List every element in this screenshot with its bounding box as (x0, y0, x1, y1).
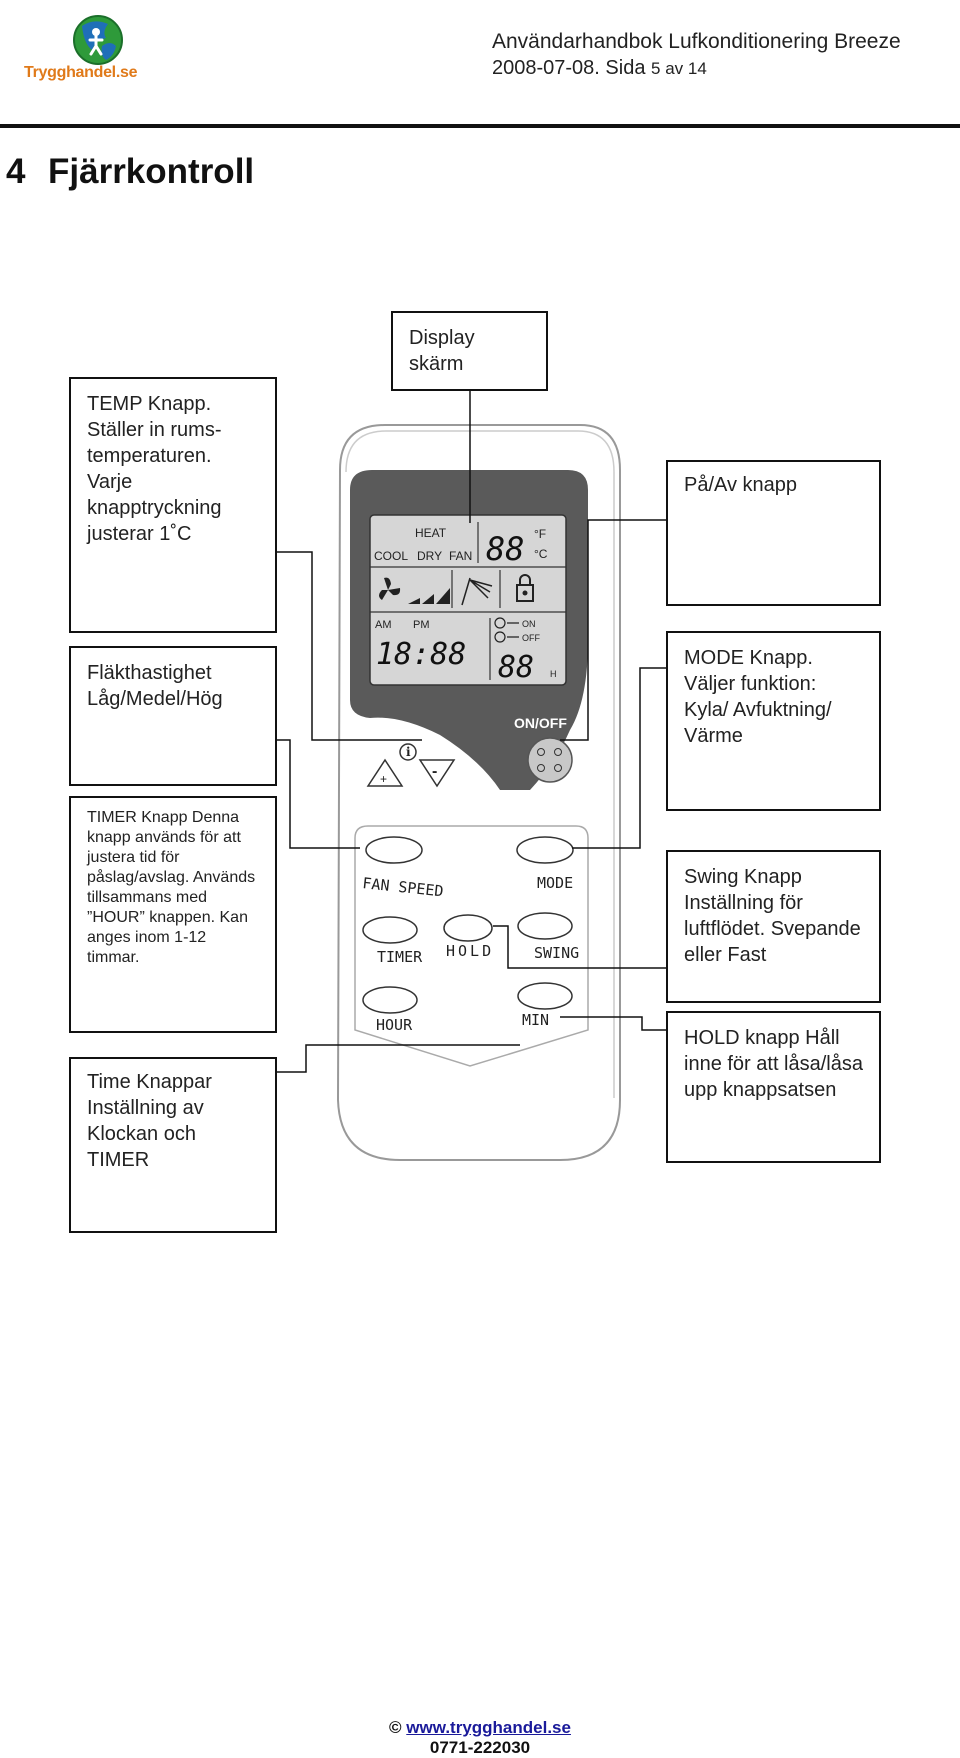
lcd-am: AM (375, 619, 392, 631)
onoff-button (527, 737, 573, 783)
fan-icon (379, 577, 401, 600)
lock-icon (516, 574, 534, 602)
timer-label: TIMER (377, 948, 423, 966)
min-button (517, 982, 573, 1010)
section-heading: 4 Fjärrkontroll (6, 152, 254, 192)
min-label: MIN (522, 1011, 549, 1029)
minus-label: - (432, 763, 437, 780)
mode-label: MODE (537, 874, 573, 892)
temp-down-button: - (418, 759, 456, 788)
lcd-hours: 88 (498, 650, 534, 685)
globe-logo-icon (73, 15, 123, 65)
callout-swing: Swing Knapp Inställning för luftflödet. … (666, 850, 881, 1003)
lcd-heat: HEAT (415, 526, 447, 540)
website-link[interactable]: www.trygghandel.se (406, 1718, 571, 1737)
lcd-hours-unit: H (550, 669, 557, 679)
hold-label: HOLD (446, 942, 494, 960)
clock-icon (494, 617, 519, 643)
temp-up-button: + (366, 758, 404, 787)
footer: © www.trygghandel.se 0771-222030 (0, 1718, 960, 1758)
lcd-screen (369, 514, 567, 686)
lcd-unit-f: °F (534, 527, 546, 541)
swing-button (517, 912, 573, 940)
lcd-cool: COOL (374, 549, 408, 563)
lcd-unit-c: °C (534, 547, 548, 561)
callout-mode: MODE Knapp. Väljer funktion: Kyla/ Avfuk… (666, 631, 881, 811)
callout-time: Time Knappar Inställning av Klockan och … (69, 1057, 277, 1233)
callout-fan: Fläkthastighet Låg/Medel/Hög (69, 646, 277, 786)
section-title: Fjärrkontroll (48, 152, 255, 191)
lcd-on: ON (522, 619, 536, 629)
lcd-pm: PM (413, 619, 430, 631)
info-icon: i (399, 743, 417, 761)
callout-lines (276, 390, 668, 1073)
hold-button (443, 914, 493, 942)
hour-button (362, 986, 418, 1014)
callout-hold: HOLD knapp Håll inne för att låsa/låsa u… (666, 1011, 881, 1163)
timer-button (362, 916, 418, 944)
swing-label: SWING (534, 944, 579, 962)
callout-temp: TEMP Knapp. Ställer in rums-temperaturen… (69, 377, 277, 633)
date-page-prefix: 2008-07-08. Sida (492, 57, 652, 79)
info-label: i (406, 745, 411, 759)
mode-button (516, 836, 574, 864)
onoff-label: ON/OFF (514, 715, 567, 731)
footer-link-line: © www.trygghandel.se (0, 1718, 960, 1738)
lcd-temp-digits: 88 (486, 530, 525, 568)
lcd-dry: DRY (417, 549, 442, 563)
document-title: Användarhandbok Lufkonditionering Breeze (492, 30, 901, 53)
lcd-clock: 18:88 (376, 637, 466, 672)
lcd-fan: FAN (449, 549, 472, 563)
callout-timer: TIMER Knapp Denna knapp används för att … (69, 796, 277, 1033)
date-page-line: 2008-07-08. Sida 5 av 14 (492, 57, 707, 80)
plus-label: + (380, 772, 387, 786)
fan-speed-button (365, 836, 423, 864)
logo-text: Trygghandel.se (24, 64, 138, 81)
copyright-symbol: © (389, 1718, 402, 1737)
section-number: 4 (6, 152, 26, 191)
fan-speed-bars-icon (408, 588, 450, 604)
callout-display: Display skärm (391, 311, 548, 391)
swing-icon (461, 577, 493, 606)
hour-label: HOUR (376, 1016, 413, 1034)
callout-power: På/Av knapp (666, 460, 881, 606)
lcd-off: OFF (522, 633, 540, 643)
trygghandel-logo (22, 12, 182, 92)
page-numbers: 5 av 14 (651, 59, 707, 78)
footer-phone: 0771-222030 (429, 1738, 531, 1757)
header-rule (0, 124, 960, 128)
